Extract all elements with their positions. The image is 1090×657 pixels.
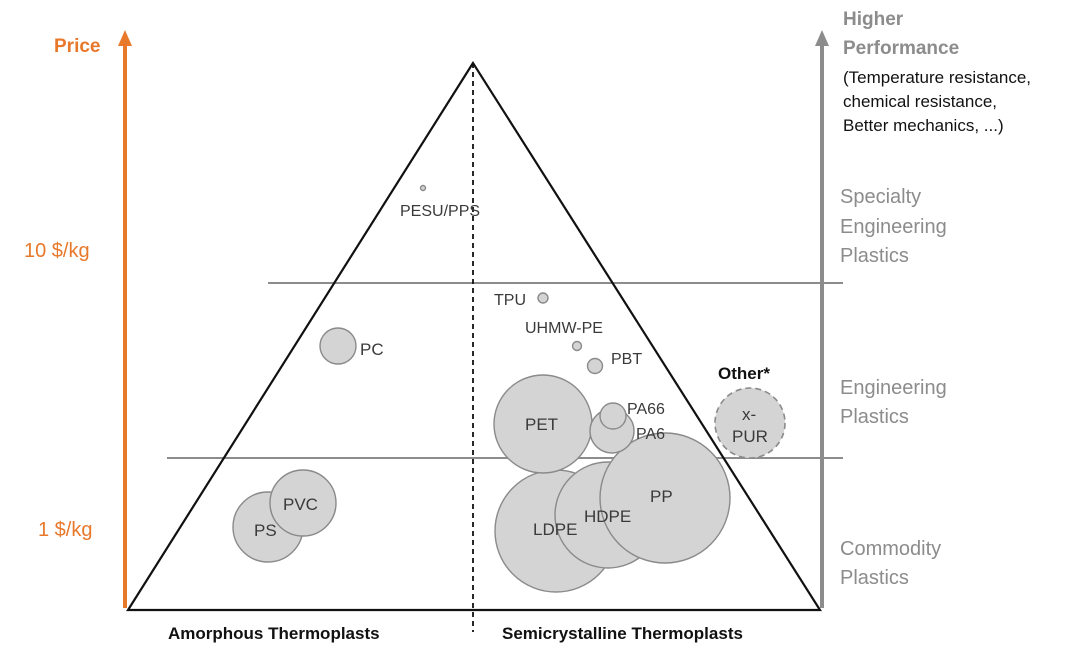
- bubble-pvc: [269, 469, 337, 537]
- label-x-pur-line1: x-: [742, 405, 756, 424]
- tier-commodity-line1: Commodity: [840, 538, 941, 560]
- tier-specialty-line1: Specialty: [840, 186, 921, 208]
- label-pp: PP: [650, 487, 673, 506]
- pyramid-triangle: [126, 60, 823, 612]
- tier-labels: Specialty Engineering Plastics Engineeri…: [840, 186, 947, 589]
- amorphous-bubbles: PESU/PPS PC PS PVC: [232, 184, 480, 563]
- category-semicrystalline: Semicrystalline Thermoplasts: [502, 624, 743, 643]
- bubble-tpu: [537, 292, 549, 304]
- label-pesu-pps: PESU/PPS: [400, 203, 480, 220]
- label-pvc: PVC: [283, 495, 318, 514]
- tier-commodity-line2: Plastics: [840, 567, 909, 589]
- performance-title-line2: Performance: [843, 38, 959, 59]
- semicrystalline-bubbles: TPU UHMW-PE PBT PET PA66 PA6 LDPE HDPE P…: [493, 292, 731, 593]
- performance-note-line2: chemical resistance,: [843, 92, 997, 111]
- label-pbt: PBT: [611, 351, 642, 368]
- bubble-pesu-pps: [419, 184, 427, 192]
- bubble-pbt: [586, 357, 604, 375]
- bubble-pp: [599, 432, 731, 564]
- label-uhmw-pe: UHMW-PE: [525, 320, 603, 337]
- other-label: Other*: [718, 364, 770, 383]
- price-axis-label: Price: [54, 36, 100, 57]
- performance-note-line3: Better mechanics, ...): [843, 116, 1004, 135]
- price-axis: Price 10 $/kg 1 $/kg: [24, 30, 132, 608]
- tier-specialty-line2: Engineering: [840, 216, 947, 238]
- tier-engineering-line2: Plastics: [840, 406, 909, 428]
- performance-axis: Higher Performance (Temperature resistan…: [815, 9, 1031, 608]
- label-pet: PET: [525, 415, 558, 434]
- performance-title-line1: Higher: [843, 9, 904, 30]
- price-tick-10: 10 $/kg: [24, 240, 90, 262]
- price-arrow-icon: [118, 30, 132, 46]
- bubble-pa66: [599, 402, 627, 430]
- tier-engineering-line1: Engineering: [840, 377, 947, 399]
- price-tick-1: 1 $/kg: [38, 519, 92, 541]
- performance-arrow-icon: [815, 30, 829, 46]
- label-tpu: TPU: [494, 292, 526, 309]
- tier-specialty-line3: Plastics: [840, 245, 909, 267]
- label-pa6: PA6: [636, 426, 665, 443]
- other-group: Other* x- PUR: [714, 364, 786, 459]
- label-x-pur-line2: PUR: [732, 427, 768, 446]
- bubble-uhmw-pe: [571, 340, 583, 352]
- label-ldpe: LDPE: [533, 520, 577, 539]
- bubble-x-pur: [714, 387, 786, 459]
- label-pa66: PA66: [627, 401, 665, 418]
- category-amorphous: Amorphous Thermoplasts: [168, 624, 380, 643]
- label-hdpe: HDPE: [584, 507, 631, 526]
- label-ps: PS: [254, 521, 277, 540]
- label-pc: PC: [360, 340, 384, 359]
- bubble-pc: [319, 327, 357, 365]
- performance-note-line1: (Temperature resistance,: [843, 68, 1031, 87]
